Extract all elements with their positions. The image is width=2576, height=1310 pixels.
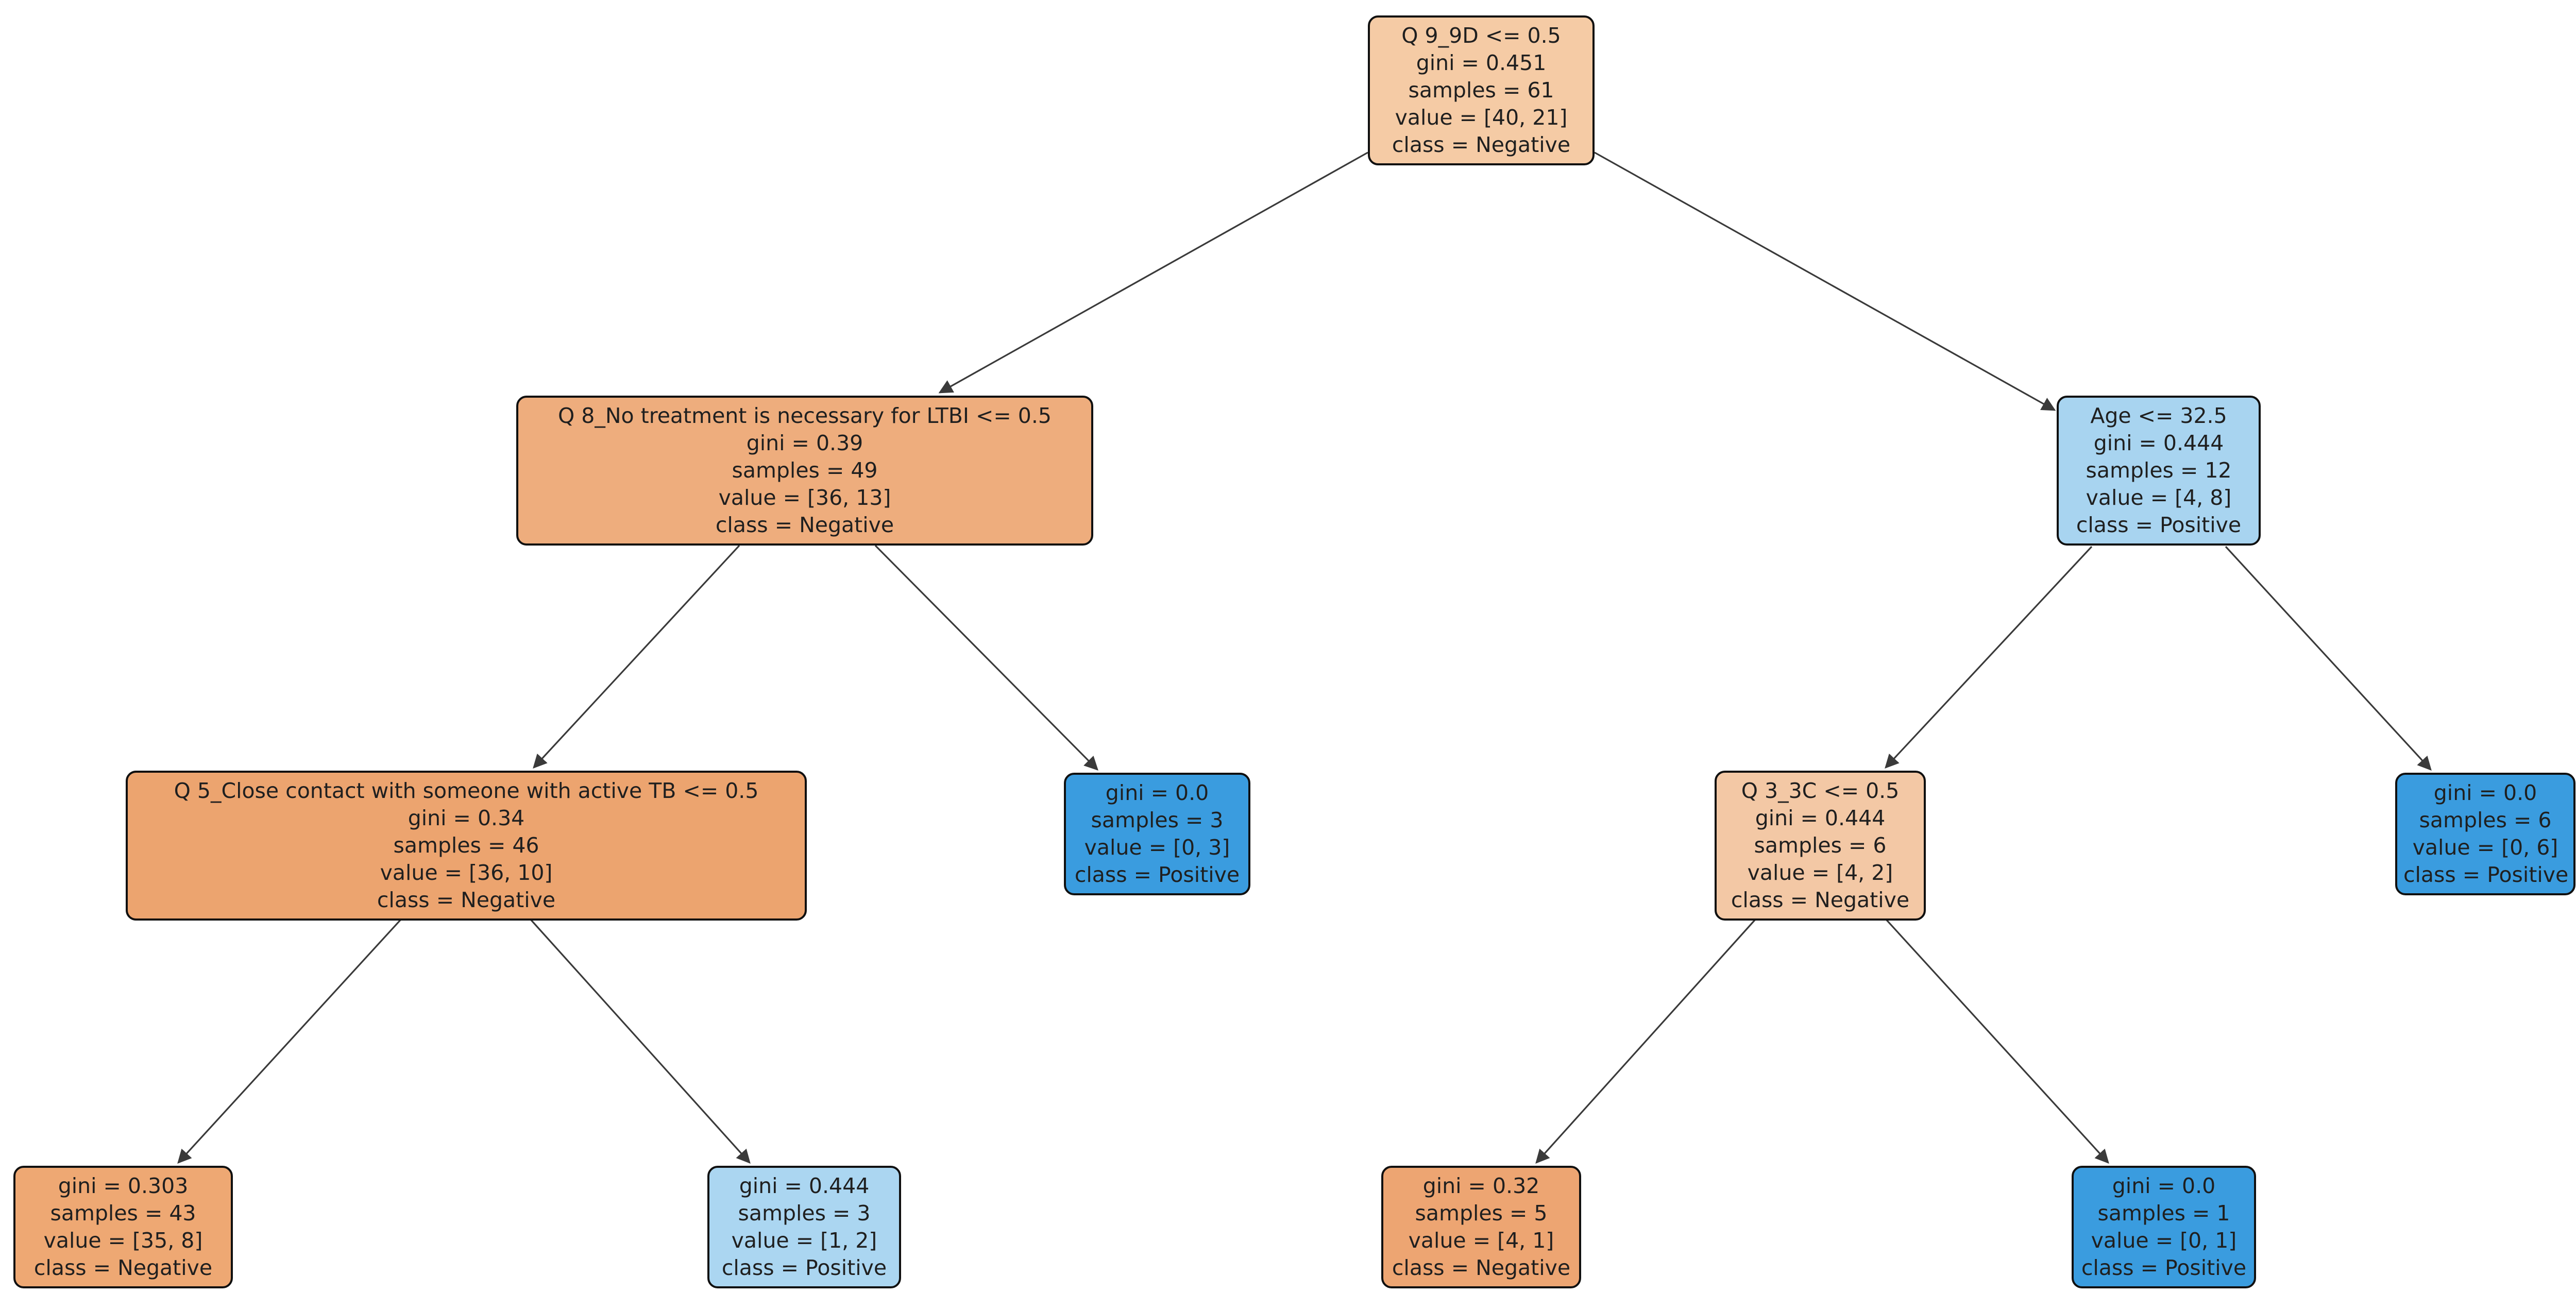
tree-leaf-rll-negative: gini = 0.32 samples = 5 value = [4, 1] c… [1381, 1166, 1581, 1288]
node-value: value = [4, 1] [1408, 1228, 1554, 1253]
node-samples: samples = 6 [1754, 833, 1887, 858]
edge-r-to-rl [1885, 546, 2093, 769]
node-condition: Q 5_Close contact with someone with acti… [174, 778, 759, 803]
node-class: class = Negative [715, 513, 894, 537]
tree-node-age: Age <= 32.5 gini = 0.444 samples = 12 va… [2057, 396, 2261, 546]
node-gini: gini = 0.39 [746, 431, 863, 455]
node-condition: Q 3_3C <= 0.5 [1741, 778, 1900, 803]
edge-r-to-rr [2225, 546, 2432, 771]
node-samples: samples = 5 [1415, 1201, 1548, 1226]
node-value: value = [0, 6] [2412, 835, 2558, 860]
tree-node-q3-3c: Q 3_3C <= 0.5 gini = 0.444 samples = 6 v… [1715, 771, 1926, 921]
tree-leaf-lll-negative: gini = 0.303 samples = 43 value = [35, 8… [13, 1166, 233, 1288]
tree-node-q8-ltbi: Q 8_No treatment is necessary for LTBI <… [516, 396, 1093, 546]
node-gini: gini = 0.444 [1755, 806, 1886, 830]
node-samples: samples = 1 [2097, 1201, 2230, 1226]
node-samples: samples = 46 [393, 833, 539, 858]
node-gini: gini = 0.34 [408, 806, 525, 830]
node-class: class = Negative [1731, 888, 1910, 912]
node-samples: samples = 43 [50, 1201, 196, 1226]
node-condition: Q 9_9D <= 0.5 [1401, 23, 1561, 48]
node-condition: Age <= 32.5 [2090, 403, 2227, 428]
edge-rl-to-rll [1535, 918, 1756, 1164]
node-samples: samples = 3 [738, 1201, 871, 1226]
node-class: class = Positive [1074, 862, 1240, 887]
node-class: class = Negative [33, 1255, 213, 1280]
edge-ll-to-llr [530, 918, 751, 1164]
tree-node-root: Q 9_9D <= 0.5 gini = 0.451 samples = 61 … [1368, 15, 1595, 165]
edge-l-to-ll [533, 545, 740, 769]
node-value: value = [4, 2] [1747, 860, 1893, 885]
node-value: value = [35, 8] [43, 1228, 203, 1253]
edge-root-to-left [938, 151, 1368, 394]
node-value: value = [40, 21] [1395, 105, 1568, 130]
node-samples: samples = 12 [2086, 458, 2232, 483]
node-value: value = [36, 10] [380, 860, 553, 885]
node-class: class = Positive [2076, 513, 2242, 537]
node-samples: samples = 49 [732, 458, 878, 483]
node-gini: gini = 0.451 [1416, 50, 1547, 75]
node-gini: gini = 0.444 [739, 1173, 870, 1198]
tree-node-q5-contact: Q 5_Close contact with someone with acti… [126, 771, 807, 921]
node-samples: samples = 3 [1091, 808, 1224, 832]
edge-root-to-right [1594, 151, 2056, 411]
node-gini: gini = 0.0 [1105, 780, 1209, 805]
node-samples: samples = 61 [1408, 78, 1554, 103]
node-class: class = Positive [2081, 1255, 2247, 1280]
node-gini: gini = 0.303 [58, 1173, 189, 1198]
node-gini: gini = 0.32 [1422, 1173, 1540, 1198]
node-value: value = [1, 2] [731, 1228, 877, 1253]
node-value: value = [0, 1] [2091, 1228, 2237, 1253]
node-class: class = Positive [721, 1255, 887, 1280]
tree-leaf-rr-positive: gini = 0.0 samples = 6 value = [0, 6] cl… [2395, 773, 2575, 895]
edge-ll-to-lll [177, 918, 402, 1164]
node-value: value = [4, 8] [2086, 485, 2232, 510]
node-class: class = Negative [1392, 132, 1571, 157]
node-value: value = [0, 3] [1084, 835, 1230, 860]
tree-leaf-llr-positive: gini = 0.444 samples = 3 value = [1, 2] … [707, 1166, 901, 1288]
node-condition: Q 8_No treatment is necessary for LTBI <… [558, 403, 1052, 428]
edge-l-to-lr [874, 545, 1098, 771]
node-class: class = Negative [1392, 1255, 1571, 1280]
node-value: value = [36, 13] [718, 485, 891, 510]
tree-leaf-lr-positive: gini = 0.0 samples = 3 value = [0, 3] cl… [1064, 773, 1250, 895]
node-gini: gini = 0.0 [2433, 780, 2537, 805]
node-samples: samples = 6 [2419, 808, 2552, 832]
node-gini: gini = 0.0 [2112, 1173, 2216, 1198]
tree-leaf-rlr-positive: gini = 0.0 samples = 1 value = [0, 1] cl… [2072, 1166, 2256, 1288]
node-class: class = Negative [377, 888, 556, 912]
node-class: class = Positive [2403, 862, 2569, 887]
node-gini: gini = 0.444 [2093, 431, 2224, 455]
edge-rl-to-rlr [1885, 918, 2109, 1164]
